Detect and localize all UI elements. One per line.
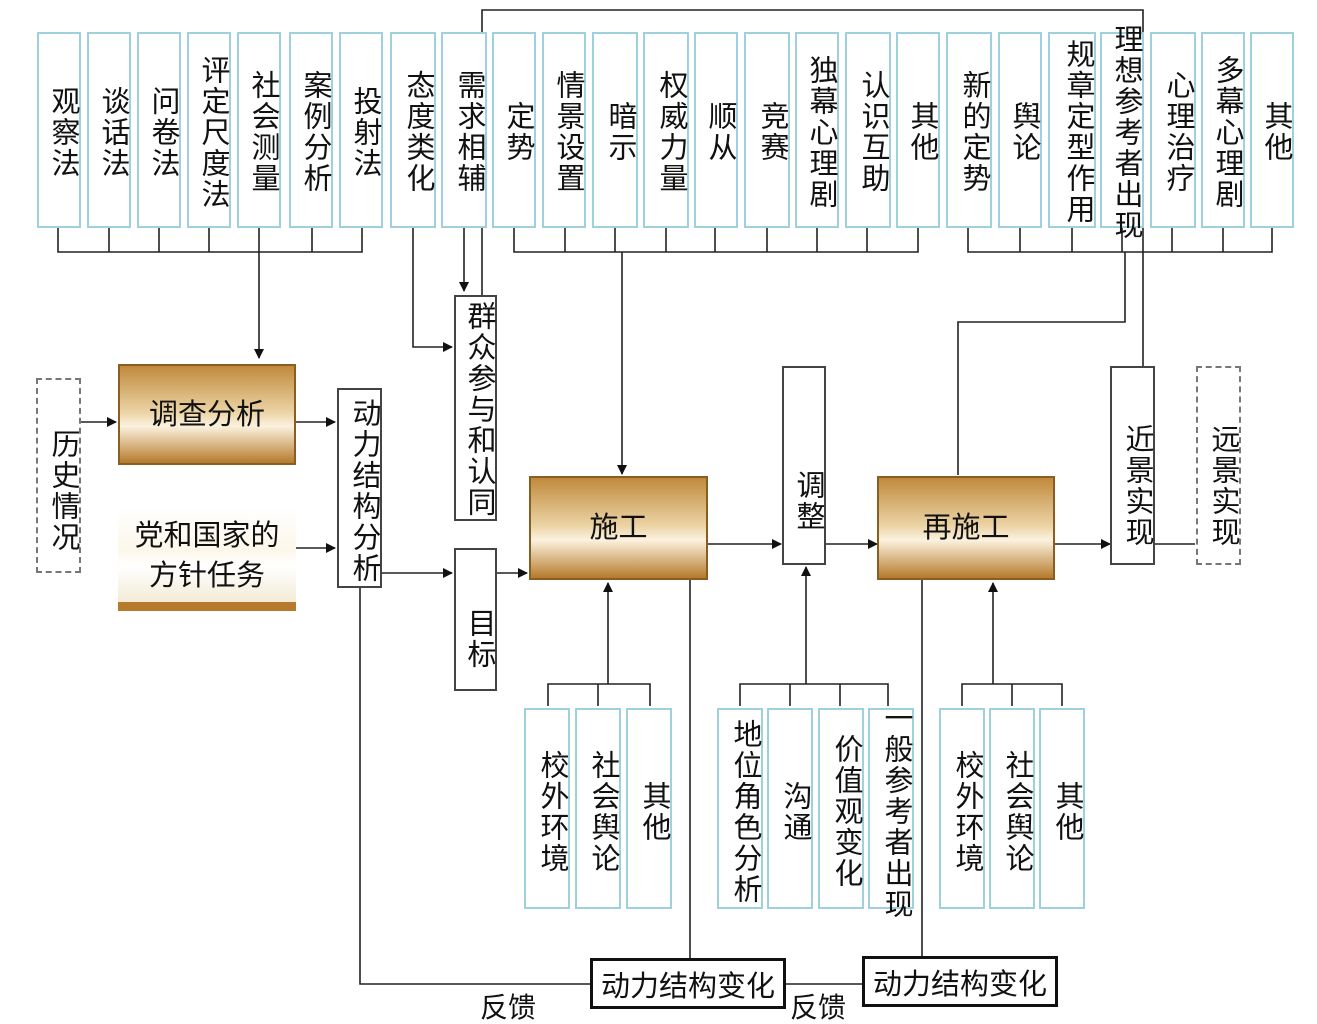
reconstruction-factor-other: 其他 (1039, 708, 1085, 909)
dynamics-analysis-box: 动力结构分析 (337, 388, 382, 588)
method-public-opinion: 舆论 (998, 32, 1042, 228)
near-goal-box: 近景实现 (1110, 366, 1155, 565)
method-mutual-help: 认识互助 (845, 32, 891, 228)
history-box: 历史情况 (36, 378, 81, 573)
adjust-box: 调整 (782, 366, 826, 565)
dynamics-change-box-1: 动力结构变化 (590, 958, 786, 1009)
method-needs-complement: 需求相辅 (441, 32, 487, 228)
construction-box: 施工 (529, 476, 708, 580)
participation-box: 群众参与和认同 (454, 295, 497, 521)
method-sociometry: 社会测量 (237, 32, 281, 228)
method-monodrama: 独幕心理剧 (795, 32, 839, 228)
method-rating-scale: 评定尺度法 (187, 32, 231, 228)
construction-factor-public-opinion: 社会舆论 (575, 708, 621, 909)
method-set: 定势 (492, 32, 536, 228)
method-ideal-reference: 理想参考者出现 (1100, 24, 1144, 241)
policy-tasks-box: 党和国家的方针任务 (118, 508, 296, 611)
adjust-factor-general-reference: 一般参考者出现 (868, 703, 914, 920)
method-new-set: 新的定势 (946, 32, 992, 228)
method-competition: 竞赛 (744, 32, 790, 228)
method-observation: 观察法 (37, 32, 81, 228)
method-rules-stereotype: 规章定型作用 (1048, 32, 1096, 228)
method-interview: 谈话法 (87, 32, 131, 228)
method-psychotherapy: 心理治疗 (1150, 32, 1196, 228)
method-scenario-setting: 情景设置 (542, 32, 586, 228)
construction-factor-outside-env: 校外环境 (524, 708, 570, 909)
feedback-label-2: 反馈 (790, 991, 847, 1024)
survey-analysis-box: 调查分析 (118, 364, 296, 465)
reconstruction-factor-outside-env: 校外环境 (939, 708, 985, 909)
reconstruction-factor-public-opinion: 社会舆论 (989, 708, 1035, 909)
method-case-analysis: 案例分析 (289, 32, 333, 228)
construction-factor-other: 其他 (626, 708, 672, 909)
reconstruction-box: 再施工 (877, 476, 1055, 580)
method-compliance: 顺从 (694, 32, 738, 228)
adjust-factor-role-analysis: 地位角色分析 (717, 708, 763, 909)
dynamics-change-box-2: 动力结构变化 (862, 956, 1058, 1007)
far-goal-box: 远景实现 (1196, 366, 1241, 565)
method-authority: 权威力量 (643, 32, 689, 228)
method-attitude-generalization: 态度类化 (390, 32, 436, 228)
method-multi-act-drama: 多幕心理剧 (1201, 32, 1245, 228)
method-suggestion: 暗示 (592, 32, 638, 228)
method-other-1: 其他 (896, 32, 940, 228)
method-other-2: 其他 (1250, 32, 1294, 228)
method-projective: 投射法 (339, 32, 383, 228)
feedback-label-1: 反馈 (480, 991, 537, 1024)
goal-box: 目标 (454, 548, 497, 691)
adjust-factor-values-change: 价值观变化 (818, 708, 864, 909)
method-questionnaire: 问卷法 (137, 32, 181, 228)
adjust-factor-communication: 沟通 (767, 708, 813, 909)
